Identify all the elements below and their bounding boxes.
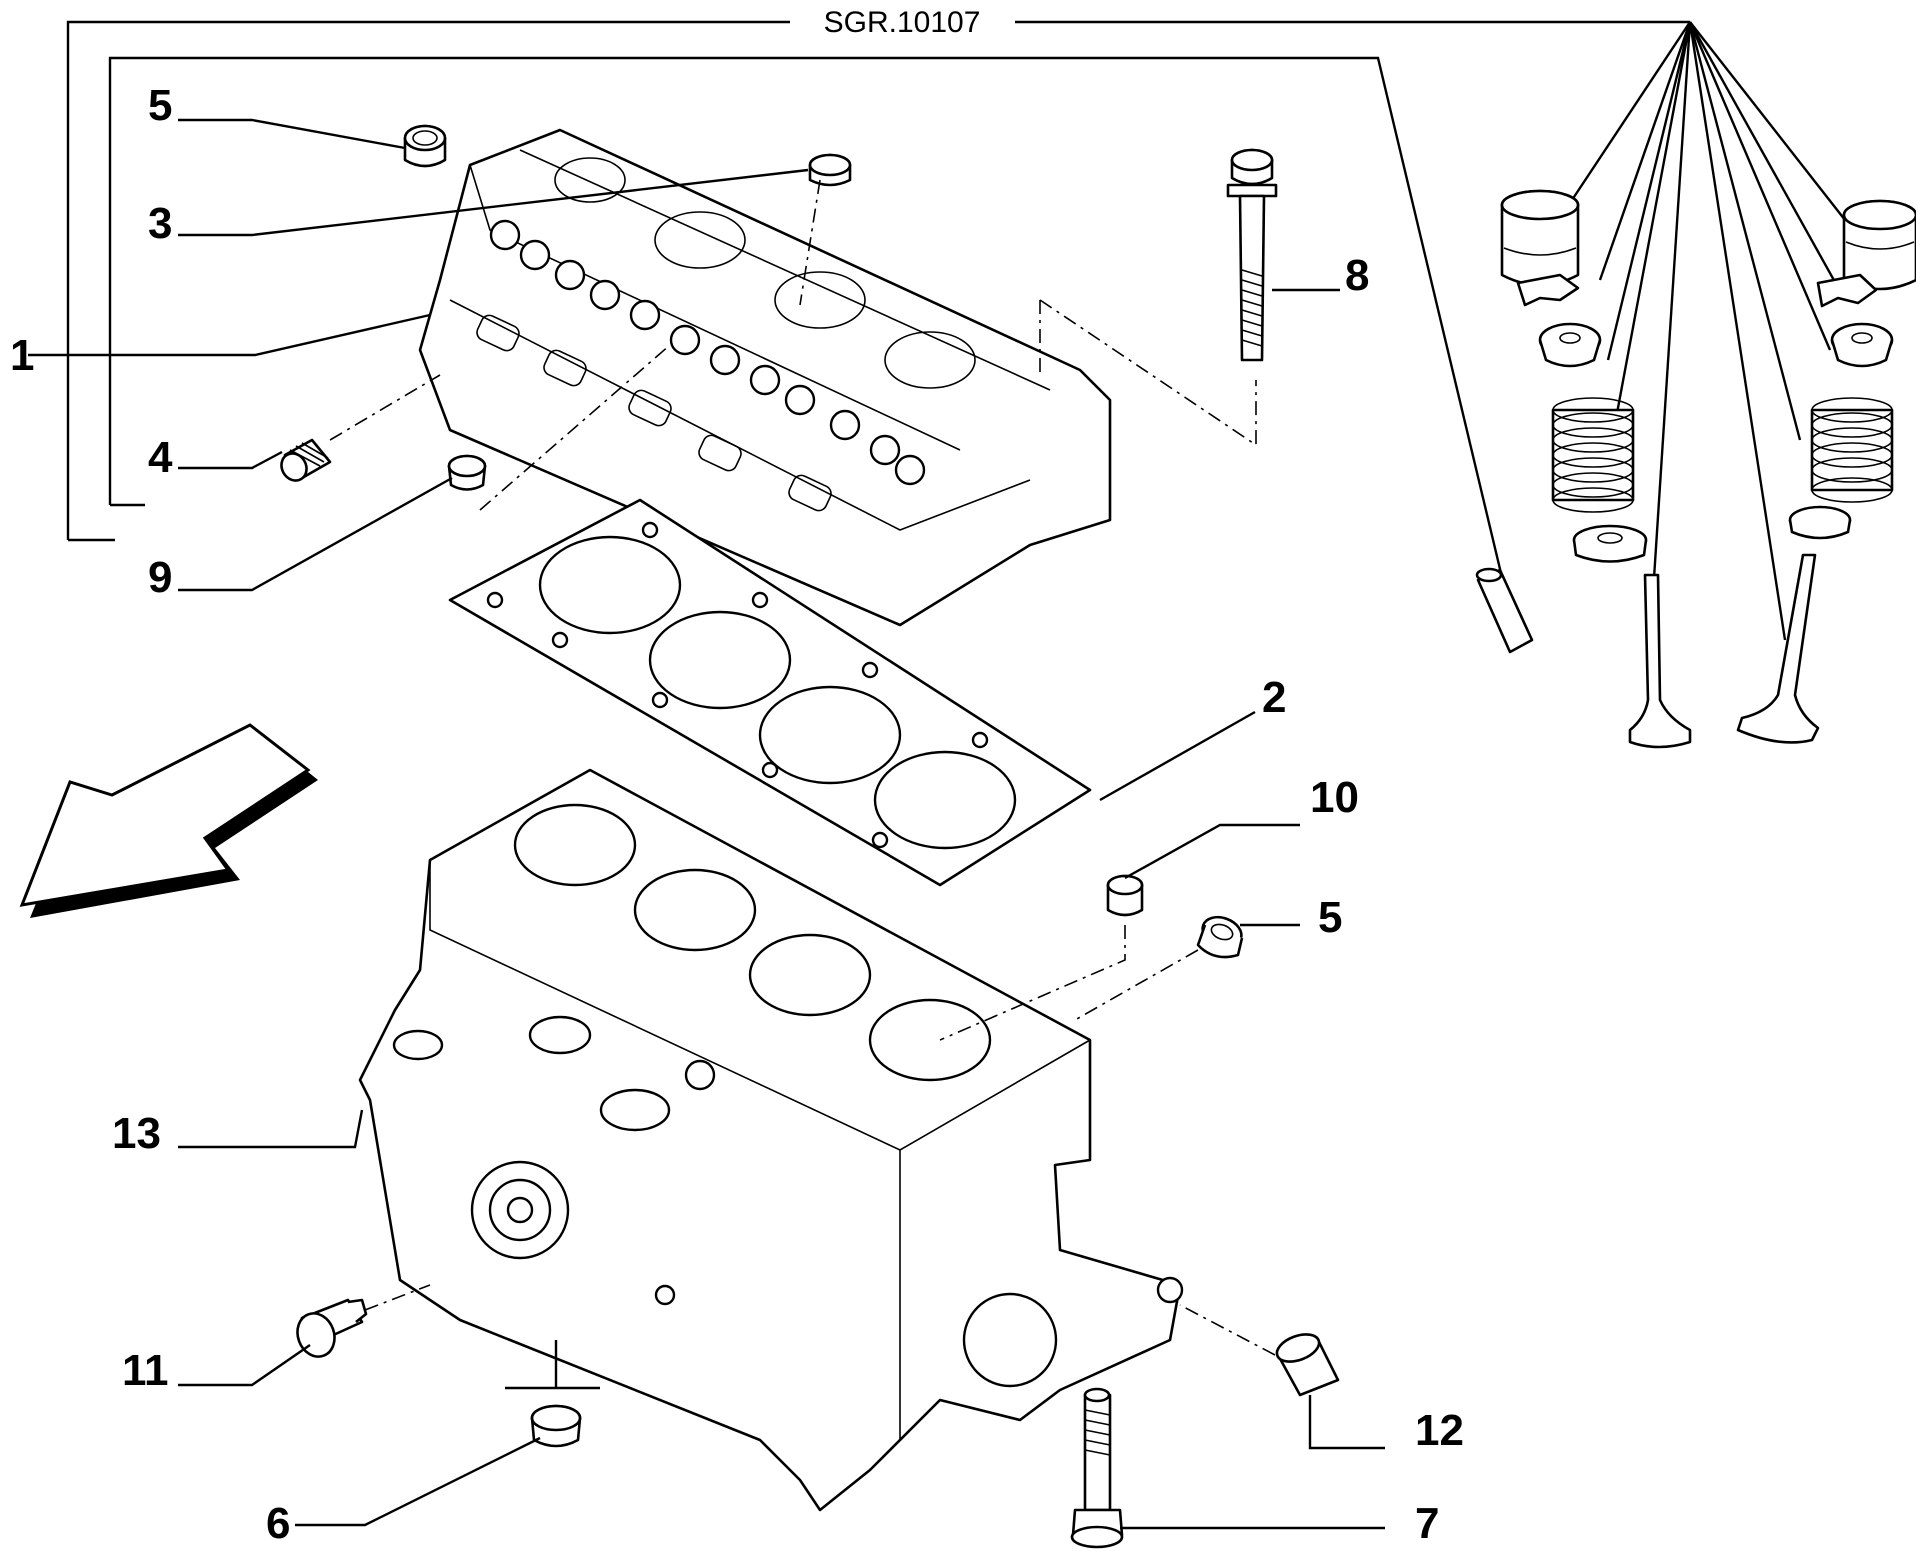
callout-11: 11 — [122, 1346, 169, 1395]
collet-left-icon — [1516, 273, 1580, 307]
valve-spring-left-icon — [1551, 397, 1635, 513]
tappet-left-icon — [1500, 189, 1580, 287]
valve-guide-icon — [1475, 567, 1534, 654]
valve-train-leaders — [1570, 21, 1847, 641]
callout-5-right: 5 — [1318, 893, 1342, 942]
head-valve-seats — [489, 219, 926, 486]
reference-bracket: SGR.10107 — [66, 6, 1690, 591]
plug-5-right-icon — [1196, 915, 1244, 959]
cylinder-head — [418, 128, 1112, 627]
spring-seat-left-icon — [1572, 524, 1648, 563]
valve-spring-right-icon — [1810, 397, 1894, 503]
callout-13: 13 — [112, 1109, 161, 1158]
bushing-12-icon — [1275, 1333, 1340, 1397]
valve-left-icon — [1628, 573, 1692, 749]
callout-3: 3 — [148, 199, 172, 248]
retainer-right-icon — [1830, 322, 1894, 368]
cylinder-block — [358, 768, 1184, 1512]
callout-10: 10 — [1310, 773, 1359, 822]
callout-8: 8 — [1345, 251, 1369, 300]
head-gasket — [448, 498, 1092, 887]
callout-5-top: 5 — [148, 81, 172, 130]
tappet-right-icon — [1842, 199, 1916, 291]
reference-code: SGR.10107 — [824, 6, 981, 39]
head-bolt-8-icon — [1226, 148, 1278, 362]
dowel-9-icon — [447, 454, 487, 491]
valve-right-icon — [1736, 553, 1820, 744]
callout-6: 6 — [266, 1499, 290, 1548]
assembly-lines — [329, 179, 1276, 1356]
callout-1: 1 — [10, 331, 34, 380]
bolt-7-icon — [1070, 1387, 1124, 1549]
bolt-11-icon — [296, 1298, 368, 1358]
valve-train — [1475, 189, 1916, 749]
callout-7: 7 — [1415, 1499, 1439, 1548]
callout-labels: 1 2 3 4 5 5 6 7 8 9 10 11 12 13 — [10, 81, 1464, 1548]
spring-seat-right-icon — [1788, 505, 1852, 540]
threaded-plug-4-icon — [280, 438, 332, 482]
dowel-10-icon — [1106, 874, 1144, 917]
callout-4: 4 — [148, 433, 173, 482]
callout-12: 12 — [1415, 1406, 1464, 1455]
retainer-left-icon — [1538, 322, 1602, 368]
callout-9: 9 — [148, 553, 172, 602]
plug-3-icon — [808, 153, 852, 187]
callout-2: 2 — [1262, 673, 1286, 722]
callout-leaders — [28, 118, 1385, 1530]
plug-5-top-icon — [403, 124, 447, 168]
plug-6-icon — [505, 1340, 600, 1448]
front-direction-arrow-icon — [19, 723, 318, 918]
collet-right-icon — [1816, 273, 1878, 308]
